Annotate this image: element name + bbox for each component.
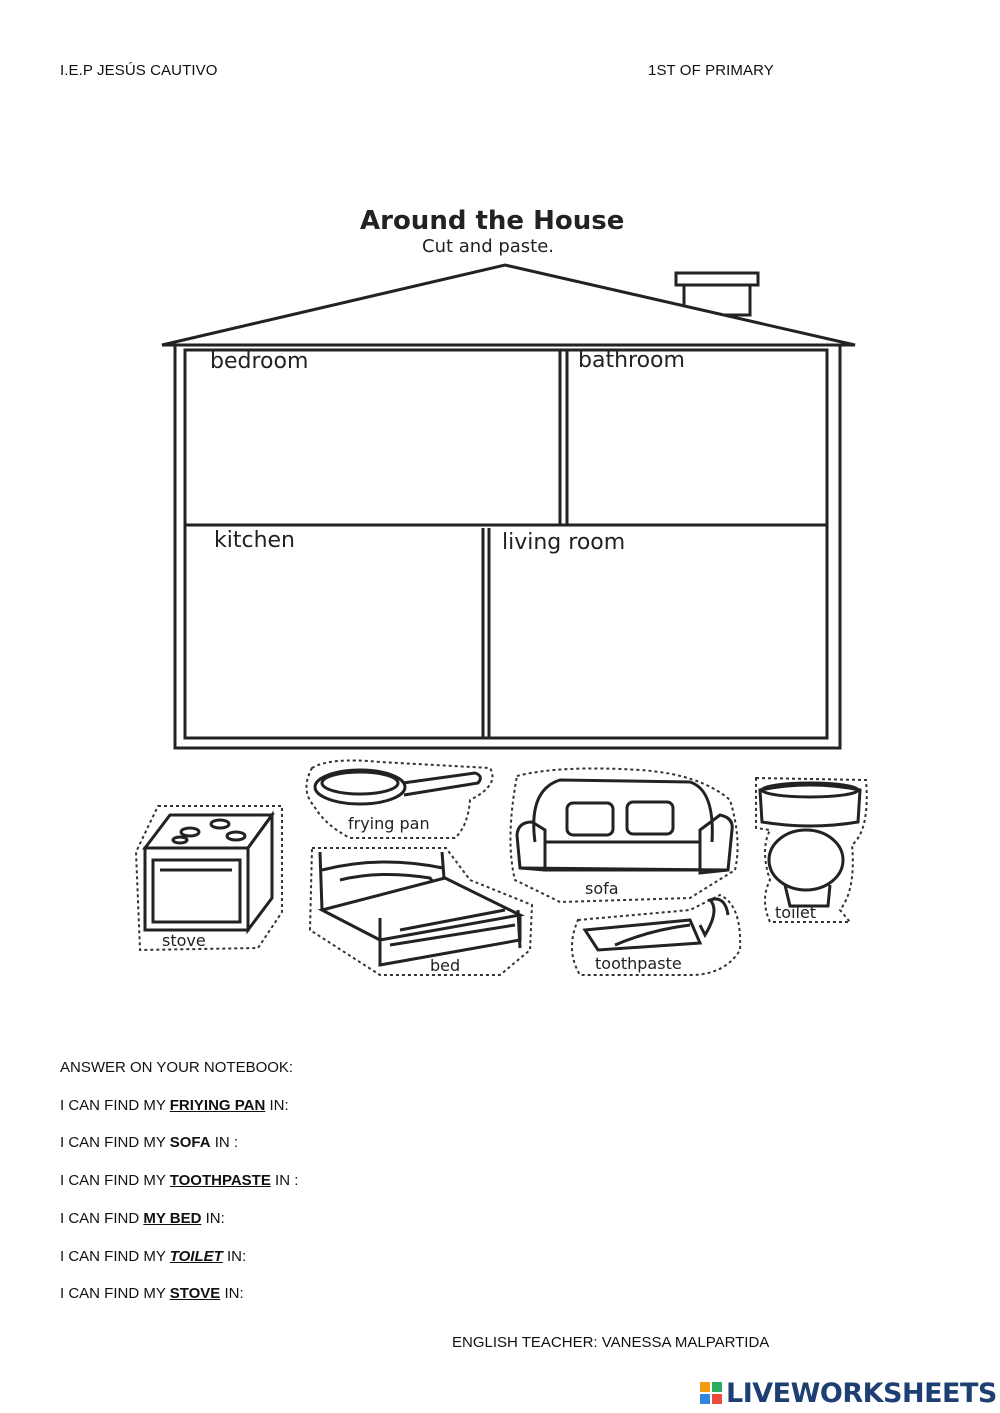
cutout-label-frying-pan: frying pan: [348, 814, 430, 833]
question-1-item: FRIYING PAN: [169, 1097, 266, 1114]
worksheet-title: Around the House: [360, 206, 625, 236]
worksheet-subtitle: Cut and paste.: [422, 236, 555, 257]
question-3-item: TOOTHPASTE: [169, 1172, 271, 1189]
question-2: I CAN FIND MY SOFA IN :: [60, 1134, 239, 1151]
liveworksheets-logo-icon: [700, 1382, 722, 1404]
cutout-label-toilet: toilet: [775, 903, 816, 922]
frying-pan-cutout: [305, 759, 494, 839]
cutout-label-sofa: sofa: [585, 879, 619, 898]
cutout-label-stove: stove: [162, 931, 206, 950]
room-label-living-room: living room: [502, 530, 626, 555]
toothpaste-icon: [582, 897, 730, 952]
questions-intro: ANSWER ON YOUR NOTEBOOK:: [60, 1059, 294, 1076]
question-1: I CAN FIND MY FRIYING PAN IN:: [60, 1097, 289, 1114]
stove-icon: [141, 810, 275, 935]
grade-level: 1ST OF PRIMARY: [648, 62, 774, 79]
question-5-item: TOILET: [169, 1248, 223, 1265]
frying-pan-icon: [313, 768, 482, 806]
cutout-labels: frying pan sofa toilet stove bed toothpa…: [162, 814, 816, 975]
question-3: I CAN FIND MY TOOTHPASTE IN :: [60, 1172, 299, 1189]
question-6: I CAN FIND MY STOVE IN:: [60, 1285, 244, 1302]
sofa-icon: [515, 778, 734, 875]
school-name: I.E.P JESÚS CAUTIVO: [60, 62, 218, 79]
room-label-bedroom: bedroom: [210, 349, 309, 374]
toothpaste-cutout: [571, 893, 742, 976]
cutout-label-bed: bed: [430, 956, 460, 975]
question-4-item: MY BED: [143, 1210, 202, 1227]
house-illustration: [134, 263, 868, 976]
bed-icon: [317, 851, 525, 967]
brand-name: LIVEWORKSHEETS: [726, 1377, 997, 1409]
room-label-kitchen: kitchen: [214, 528, 295, 553]
cutout-label-toothpaste: toothpaste: [595, 954, 682, 973]
question-2-item: SOFA: [169, 1134, 211, 1151]
liveworksheets-brand[interactable]: LIVEWORKSHEETS: [700, 1376, 997, 1410]
toilet-icon: [758, 781, 862, 908]
toilet-cutout: [755, 776, 868, 923]
question-6-item: STOVE: [169, 1285, 221, 1302]
teacher-name: ENGLISH TEACHER: VANESSA MALPARTIDA: [452, 1334, 770, 1351]
question-4: I CAN FIND MY BED IN:: [60, 1210, 225, 1227]
question-5: I CAN FIND MY TOILET IN:: [60, 1248, 247, 1265]
room-label-bathroom: bathroom: [578, 348, 685, 373]
